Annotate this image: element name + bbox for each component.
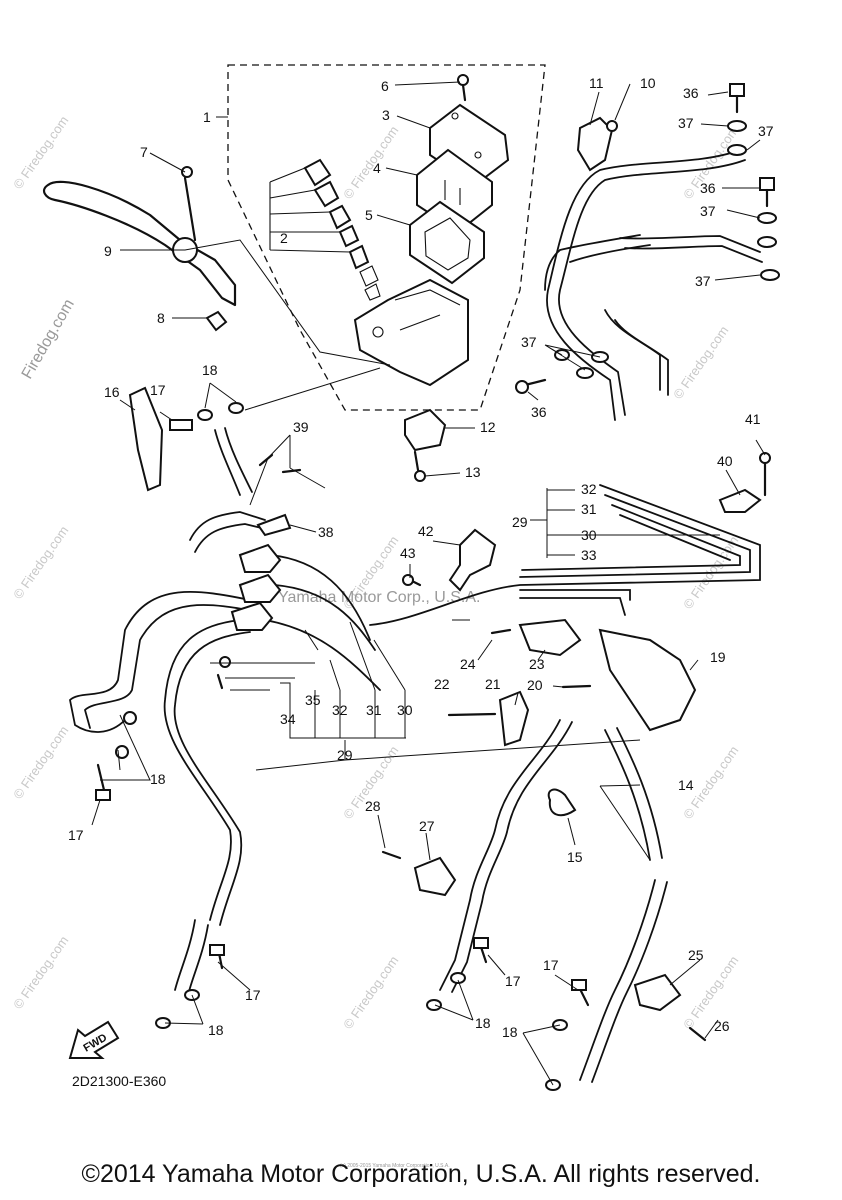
callout-35: 35 (305, 692, 321, 708)
callout-18c: 18 (208, 1022, 224, 1038)
callout-25: 25 (688, 947, 704, 963)
watermark-site: © Firedog.com (10, 933, 71, 1012)
tiny-copyright: (c) 2005-2015 Yamaha Motor Corporation, … (340, 1163, 450, 1169)
callout-23: 23 (529, 656, 545, 672)
callout-30b: 30 (397, 702, 413, 718)
copyright-footer: ©2014 Yamaha Motor Corporation, U.S.A. A… (81, 1160, 761, 1188)
callout-1: 1 (203, 109, 211, 125)
callout-3: 3 (382, 107, 390, 123)
callout-8: 8 (157, 310, 165, 326)
callout-32a: 32 (581, 481, 597, 497)
callout-5: 5 (365, 207, 373, 223)
callout-20: 20 (527, 677, 543, 693)
callout-41: 41 (745, 411, 761, 427)
callout-17e: 17 (543, 957, 559, 973)
callout-29b: 29 (337, 747, 353, 763)
callout-32b: 32 (332, 702, 348, 718)
leader-lines (91, 81, 766, 1086)
watermark-site-rotated: Firedog.com (19, 296, 78, 382)
callout-4: 4 (373, 160, 381, 176)
callout-7: 7 (140, 144, 148, 160)
lower-right-hoses (413, 488, 762, 1083)
callout-21: 21 (485, 676, 501, 692)
callout-13: 13 (465, 464, 481, 480)
diagram-reference-code: 2D21300-E360 (72, 1073, 167, 1089)
callout-12: 12 (480, 419, 496, 435)
callout-16: 16 (104, 384, 120, 400)
callout-36c: 36 (531, 404, 547, 420)
brake-switch (404, 408, 447, 482)
callout-17c: 17 (245, 987, 261, 1003)
callout-11: 11 (589, 75, 604, 91)
right-hoses (515, 83, 780, 421)
reservoir-parts (353, 74, 510, 387)
callout-37a: 37 (678, 115, 694, 131)
watermark-site: © Firedog.com (10, 523, 71, 602)
callout-24: 24 (460, 656, 476, 672)
fwd-arrow-icon: FWD (68, 1020, 120, 1059)
callout-18d: 18 (475, 1015, 491, 1031)
callout-17d: 17 (505, 973, 521, 989)
callout-6: 6 (381, 78, 389, 94)
callouts: 1 2 3 4 5 6 7 8 9 10 11 12 13 14 15 16 1… (68, 75, 774, 1040)
watermark-layer: © Firedog.com © Firedog.com © Firedog.co… (10, 113, 741, 1032)
callout-18e: 18 (502, 1024, 518, 1040)
callout-43: 43 (400, 545, 416, 561)
watermark-site: © Firedog.com (680, 953, 741, 1032)
callout-31b: 31 (366, 702, 382, 718)
callout-37c: 37 (700, 203, 716, 219)
watermark-site: © Firedog.com (340, 953, 401, 1032)
callout-37e: 37 (521, 334, 537, 350)
hose-bundle (69, 427, 761, 996)
piston-kit (269, 158, 381, 301)
callout-37b: 37 (758, 123, 774, 139)
callout-34: 34 (280, 711, 296, 727)
watermark-site: © Firedog.com (670, 323, 731, 402)
callout-17a: 17 (150, 382, 166, 398)
callout-9: 9 (104, 243, 112, 259)
callout-22: 22 (434, 676, 450, 692)
watermark-site: © Firedog.com (10, 723, 71, 802)
callout-15: 15 (567, 849, 583, 865)
callout-38: 38 (318, 524, 334, 540)
callout-36b: 36 (700, 180, 716, 196)
callout-17b: 17 (68, 827, 84, 843)
callout-18a: 18 (202, 362, 218, 378)
callout-40: 40 (717, 453, 733, 469)
watermark-site: © Firedog.com (340, 123, 401, 202)
callout-29a: 29 (512, 514, 528, 530)
callout-36a: 36 (683, 85, 699, 101)
callout-39: 39 (293, 419, 309, 435)
master-cylinder-group-outline (227, 64, 546, 411)
callout-18b: 18 (150, 771, 166, 787)
callout-31a: 31 (581, 501, 597, 517)
callout-14: 14 (678, 777, 694, 793)
callout-28: 28 (365, 798, 381, 814)
callout-42: 42 (418, 523, 434, 539)
callout-27: 27 (419, 818, 435, 834)
callout-33: 33 (581, 547, 597, 563)
callout-37d: 37 (695, 273, 711, 289)
watermark-site: © Firedog.com (10, 113, 71, 192)
callout-30a: 30 (581, 527, 597, 543)
callout-26: 26 (714, 1018, 730, 1034)
callout-10: 10 (640, 75, 656, 91)
callout-2: 2 (280, 230, 288, 246)
callout-19: 19 (710, 649, 726, 665)
